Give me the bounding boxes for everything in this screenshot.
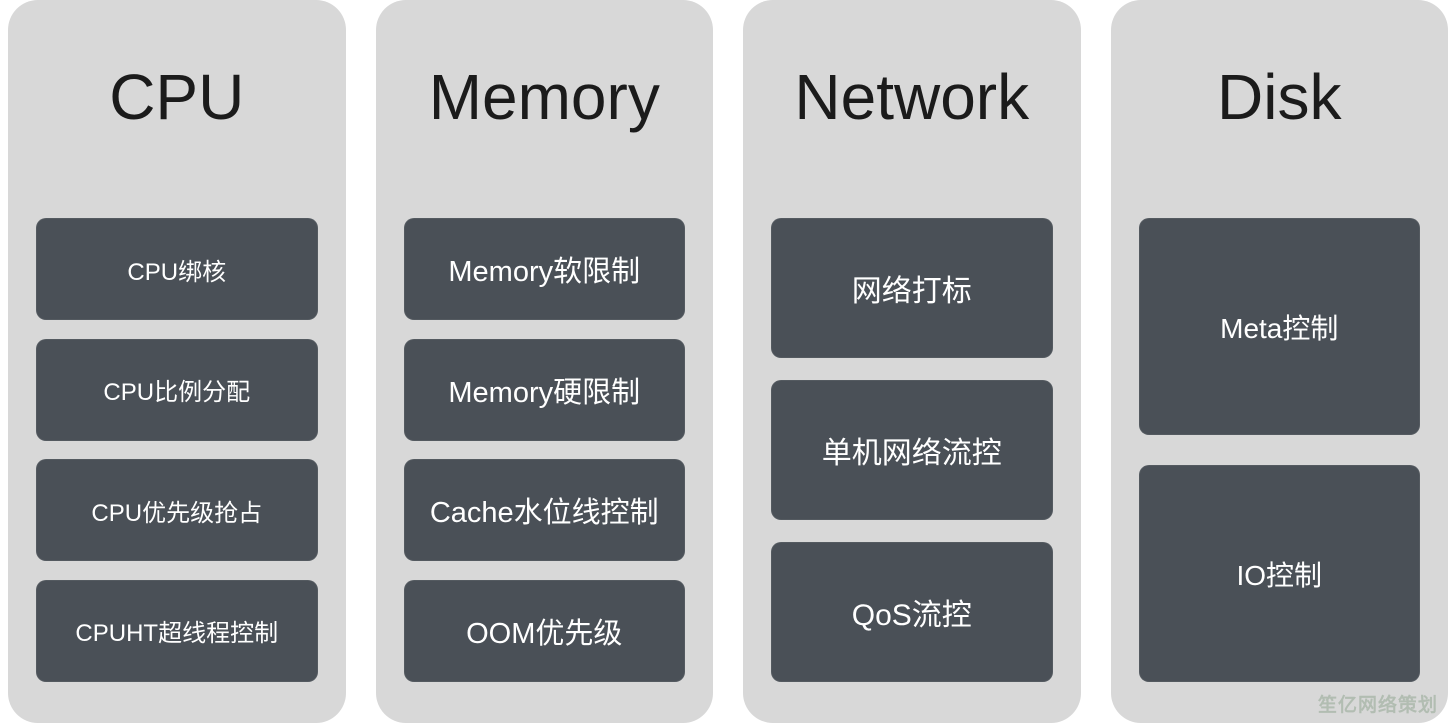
node-memory-soft-limit: Memory软限制 — [403, 218, 685, 320]
node-meta-control: Meta控制 — [1138, 218, 1420, 435]
node-qos-throttling: QoS流控 — [771, 542, 1053, 682]
column-title-disk: Disk — [1217, 61, 1342, 133]
column-memory: Memory Memory软限制 Memory硬限制 Cache水位线控制 OO… — [375, 0, 713, 723]
column-disk: Disk Meta控制 IO控制 — [1110, 0, 1448, 723]
column-title-network: Network — [794, 61, 1030, 133]
node-io-control: IO控制 — [1138, 465, 1420, 682]
column-disk-nodes: Meta控制 IO控制 — [1138, 218, 1420, 682]
column-title-memory: Memory — [428, 61, 660, 133]
node-oom-priority: OOM优先级 — [403, 579, 685, 682]
node-cpu-ht-control: CPUHT超线程控制 — [36, 579, 318, 682]
node-memory-hard-limit: Memory硬限制 — [403, 338, 685, 441]
column-network: Network 网络打标 单机网络流控 QoS流控 — [743, 0, 1081, 723]
columns-container: CPU CPU绑核 CPU比例分配 CPU优先级抢占 CPUHT超线程控制 Me… — [8, 0, 1448, 723]
node-cache-watermark-control: Cache水位线控制 — [403, 459, 685, 562]
column-cpu: CPU CPU绑核 CPU比例分配 CPU优先级抢占 CPUHT超线程控制 — [8, 0, 346, 723]
column-memory-nodes: Memory软限制 Memory硬限制 Cache水位线控制 OOM优先级 — [403, 218, 685, 682]
column-network-nodes: 网络打标 单机网络流控 QoS流控 — [771, 218, 1053, 682]
node-cpu-ratio-allocation: CPU比例分配 — [36, 338, 318, 441]
column-title-cpu: CPU — [109, 61, 245, 133]
column-cpu-nodes: CPU绑核 CPU比例分配 CPU优先级抢占 CPUHT超线程控制 — [36, 218, 318, 682]
node-cpu-bind-core: CPU绑核 — [36, 218, 318, 320]
watermark-text: 笙亿网络策划 — [1317, 695, 1438, 716]
node-network-tagging: 网络打标 — [771, 218, 1053, 358]
node-host-network-throttling: 单机网络流控 — [771, 380, 1053, 520]
node-cpu-priority-preemption: CPU优先级抢占 — [36, 459, 318, 562]
